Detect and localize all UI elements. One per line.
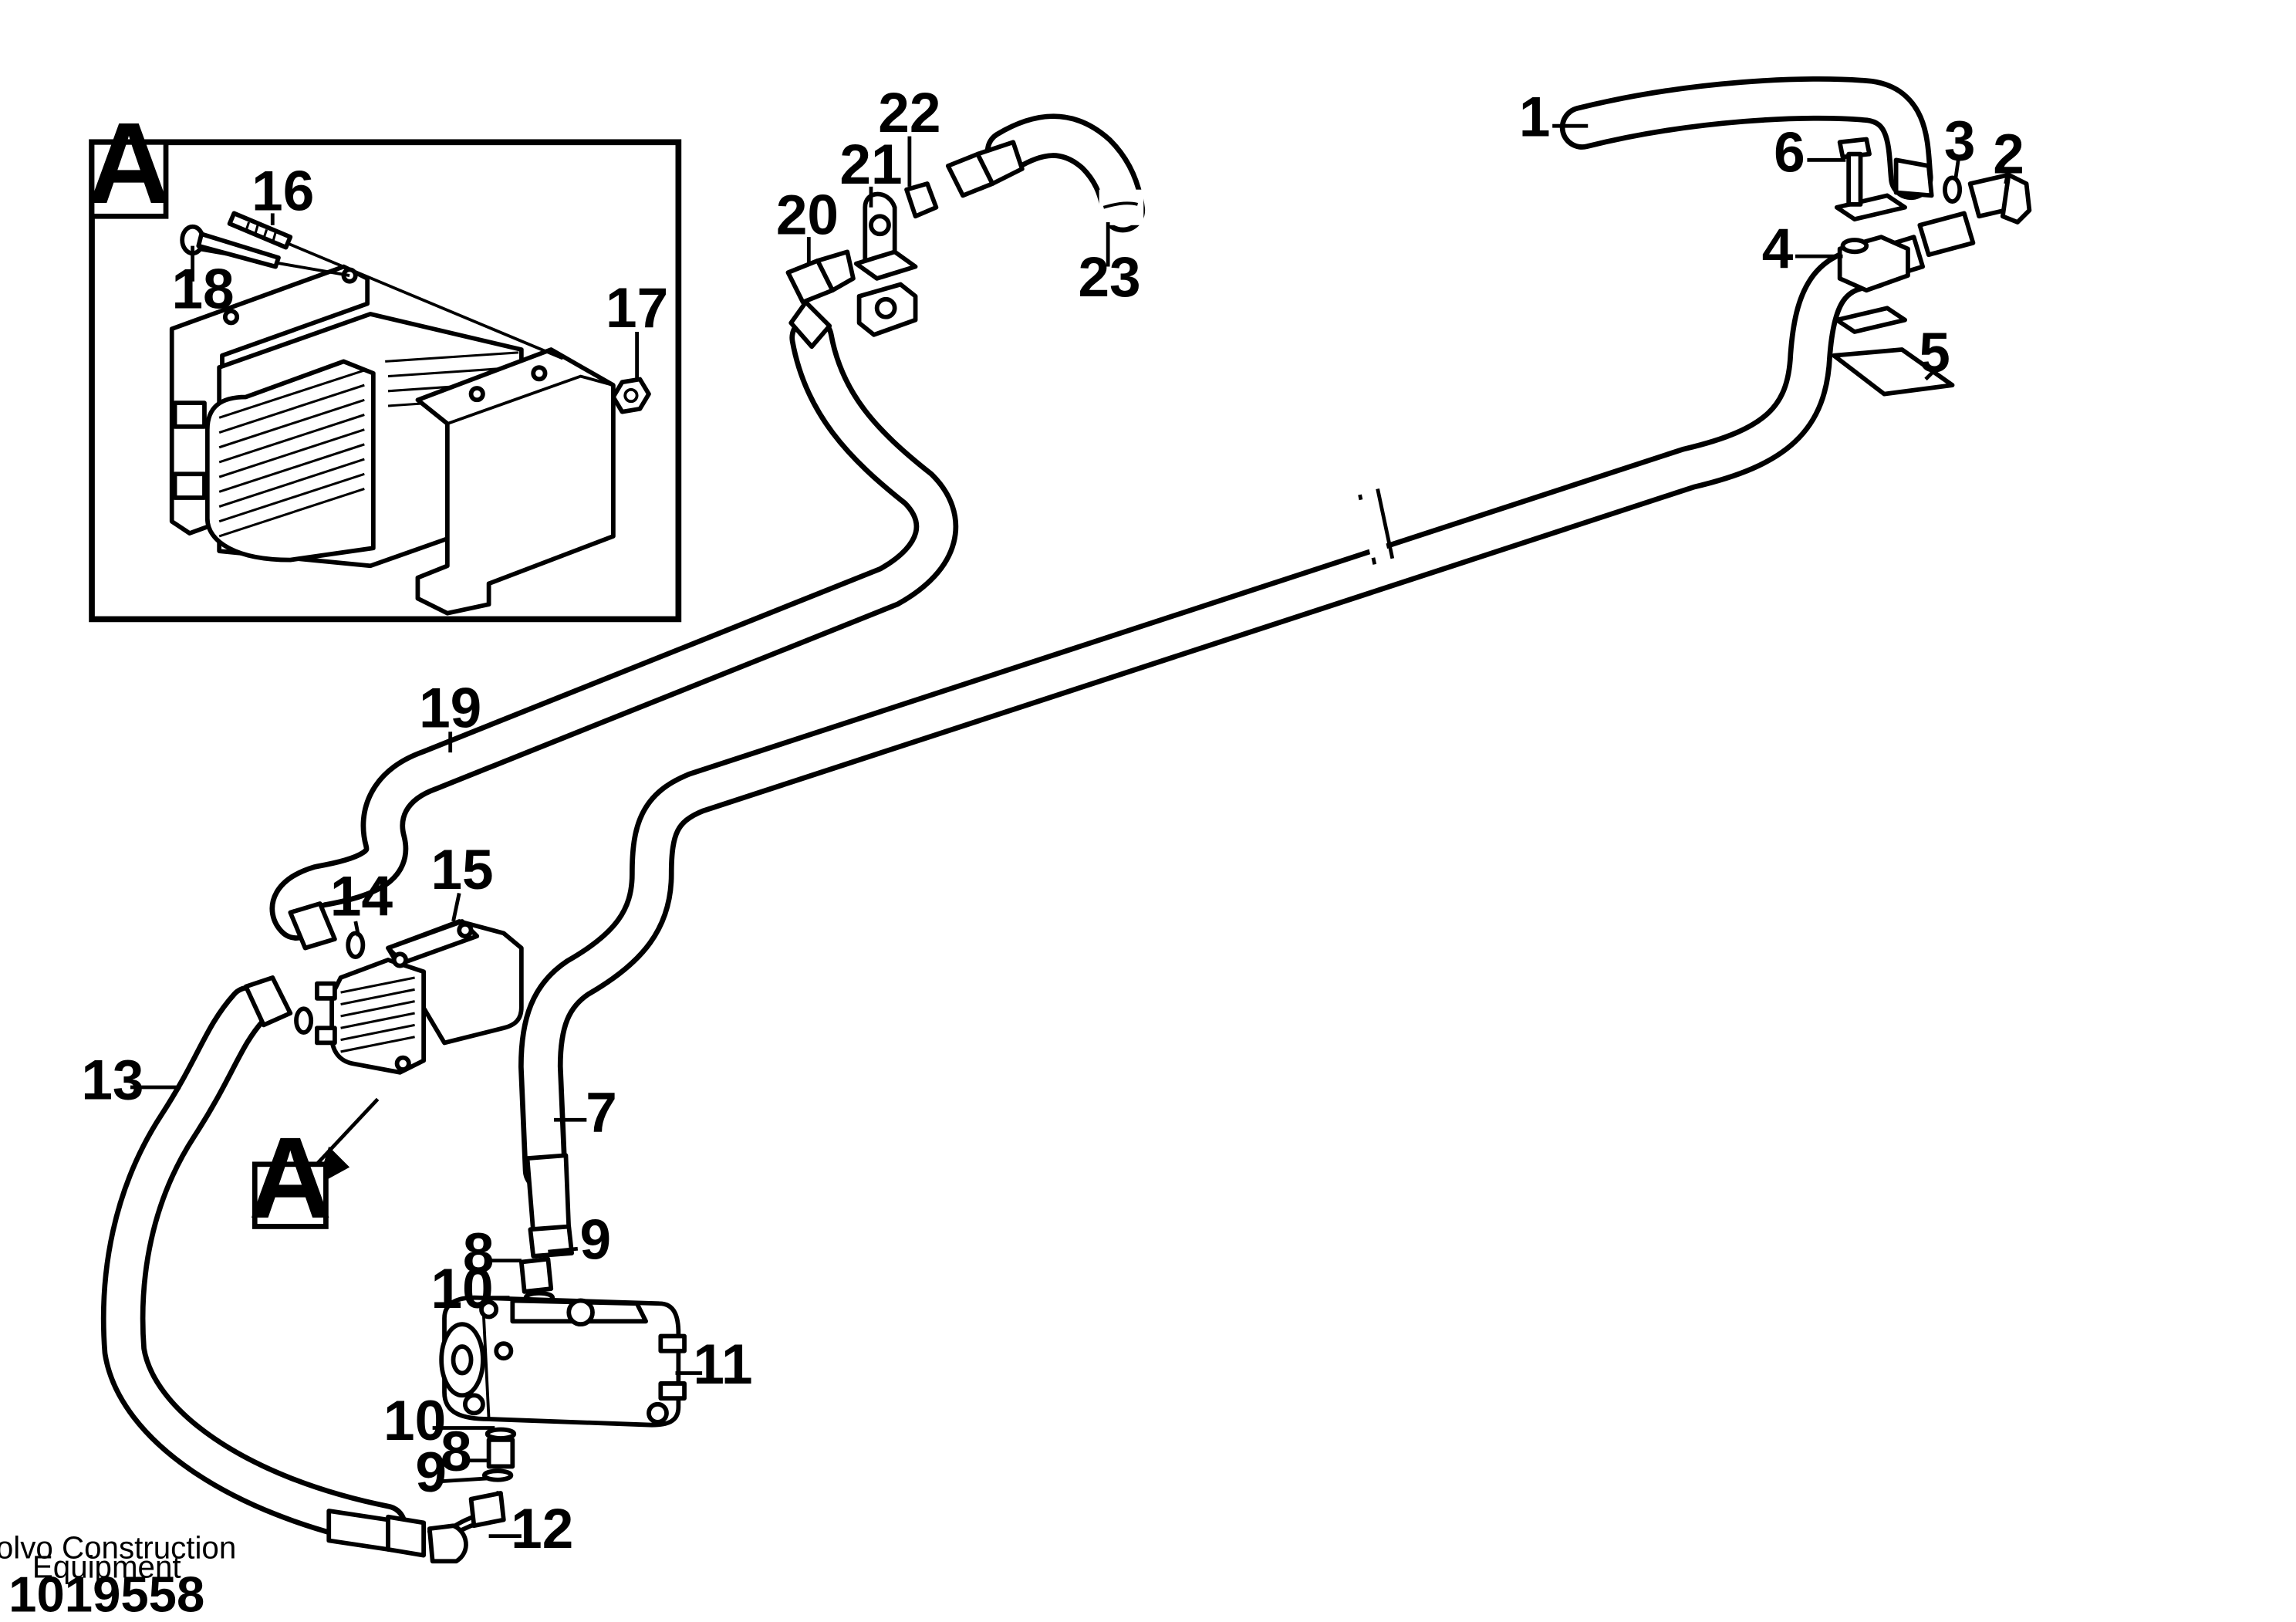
callout-8-lower: 8 [441,1421,472,1483]
footer: Volvo Construction Equipment 1019558 [0,1530,236,1622]
hose-13 [100,985,407,1549]
hose-1-nut [1893,157,1934,198]
callout-10-upper: 10 [430,1258,493,1320]
bolt-18 [180,224,281,269]
hose-23-sleeve [975,140,1025,186]
adapter-8-upper [518,1256,554,1294]
plate-4-bottom [1834,306,1907,334]
callout-9-upper: 9 [580,1209,612,1272]
cooler-port-lower [172,471,207,500]
nut-17 [611,377,651,414]
callout-3: 3 [1944,110,1976,172]
break-mark [1376,488,1395,559]
hose-7-top-sleeve [1917,211,1976,258]
seal-14 [346,931,366,959]
hose-19-nut [288,901,337,951]
clamp-4 [1837,235,1910,293]
seal-9-lower [481,1468,514,1482]
callout-16: 16 [252,161,314,223]
cooler-port-upper [172,400,207,429]
elbow-12-nut [468,1491,506,1529]
bracket-hole [531,365,548,382]
bolt-16 [227,211,293,250]
washer-22 [904,181,939,219]
callout-23: 23 [1079,246,1141,309]
bolt-6 [1837,137,1872,207]
callout-9-lower: 9 [415,1441,447,1504]
callout-20: 20 [776,184,839,246]
seal-10-lower [485,1427,517,1441]
company-name-line1: Volvo Construction [0,1530,236,1565]
hose-7 [518,244,1896,1193]
callout-21: 21 [839,133,902,196]
hose-13-sleeve [326,1509,390,1552]
plate-4-top [1834,193,1907,221]
callout-14: 14 [330,865,393,928]
document-number: 1019558 [8,1566,204,1622]
hose-13-top-nut [243,975,293,1028]
callout-numbers: 1 2 3 4 5 6 7 8 8 9 9 10 10 11 12 13 14 … [81,82,2024,1560]
view-arrow-a: A [248,1097,380,1242]
oil-cooler-15 [315,919,524,1075]
fittings [243,137,2032,1564]
fitting-20 [785,249,856,350]
hose-end-cut [1102,201,1139,209]
callout-11: 11 [693,1333,752,1396]
callout-7: 7 [586,1082,617,1144]
callout-6: 6 [1774,122,1805,184]
detail-box-frame [89,139,682,623]
callout-10-lower: 10 [383,1390,446,1452]
callout-1: 1 [1519,86,1551,149]
seal-3 [1943,175,1963,204]
adapter-8-lower [486,1438,515,1469]
view-label: A [248,1113,332,1242]
bracket-hole [468,386,485,403]
callout-19: 19 [419,678,481,740]
view-label-frame [252,1161,329,1229]
adapter-2 [1967,172,2032,225]
detail-box-label: A [87,98,171,228]
callout-13: 13 [81,1049,144,1111]
leader-lines [130,123,2011,1539]
callout-18: 18 [171,258,234,320]
callout-5: 5 [1919,322,1950,384]
callout-15: 15 [430,839,493,901]
bracket-21 [853,191,918,281]
callout-17: 17 [606,277,668,340]
bracket-hole [222,309,240,326]
callout-8-upper: 8 [463,1222,495,1285]
hose-7-sleeve [525,1153,572,1235]
detail-view-a: A [87,98,682,623]
assembly-line [236,221,564,360]
plate-5 [1832,347,1955,397]
callout-2: 2 [1993,123,2024,186]
callout-12: 12 [511,1498,573,1560]
seal-14-lower [294,1006,314,1035]
company-name-line2: Equipment [32,1549,181,1584]
hose-13-nut [386,1514,426,1558]
valve-11 [439,1295,687,1428]
callout-4: 4 [1762,218,1794,280]
elbow-12-body [427,1523,468,1564]
detail-box-label-frame [89,139,169,219]
cooler-detail-drawing [169,211,651,616]
front-bracket [415,347,616,616]
clamp-block-hole [874,296,897,319]
hoses [100,76,1933,1549]
callout-22: 22 [878,82,940,144]
